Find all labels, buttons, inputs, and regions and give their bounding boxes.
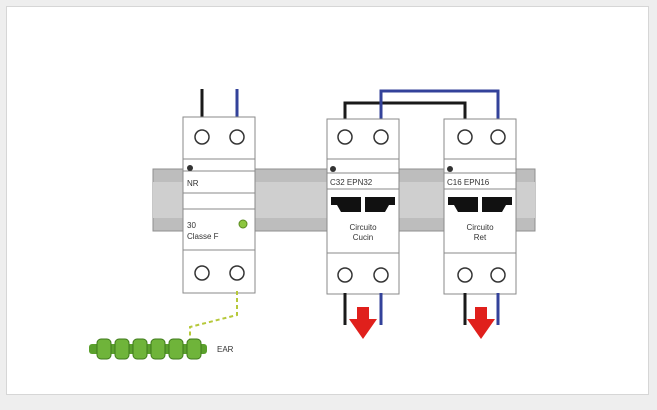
terminal-screw xyxy=(194,265,210,281)
rcd-label-line2: Classe F xyxy=(187,232,219,241)
terminal-screw xyxy=(457,267,473,283)
output-arrow-1 xyxy=(349,307,377,339)
breaker1-rating: C32 EPN32 xyxy=(330,178,373,187)
terminal-screw xyxy=(490,267,506,283)
terminal-screw xyxy=(337,129,353,145)
terminal-screw xyxy=(337,267,353,283)
earth-label: EAR xyxy=(217,345,234,354)
breaker-lever-gap xyxy=(361,197,365,212)
terminal-screw xyxy=(490,129,506,145)
diagram-frame: NR 30 Classe F C32 EPN32 Circuito Cucin … xyxy=(6,6,649,395)
earth-terminal-bar xyxy=(89,338,207,360)
breaker1-label-line2: Cucin xyxy=(353,233,373,242)
rcd-label-line1: 30 xyxy=(187,221,196,230)
fixing-dot xyxy=(447,166,453,172)
breaker-lever-gap xyxy=(478,197,482,212)
terminal-screw xyxy=(457,129,473,145)
terminal-screw xyxy=(373,267,389,283)
fixing-dot xyxy=(330,166,336,172)
bridge-wire-phase xyxy=(343,101,467,123)
fixing-dot xyxy=(187,165,193,171)
test-indicator xyxy=(238,219,248,229)
rcd-module: NR 30 Classe F xyxy=(182,116,256,294)
output-arrow-2 xyxy=(467,307,495,339)
breaker2-rating: C16 EPN16 xyxy=(447,178,490,187)
terminal-screw xyxy=(229,129,245,145)
breaker1-label-line1: Circuito xyxy=(349,223,377,232)
bridge-wire-neutral xyxy=(379,89,500,123)
terminal-screw xyxy=(194,129,210,145)
terminal-screw xyxy=(229,265,245,281)
earth-wire xyxy=(189,291,238,345)
rcd-top-label: NR xyxy=(187,179,199,188)
terminal-screw xyxy=(373,129,389,145)
breaker-module-1: C32 EPN32 Circuito Cucin xyxy=(326,118,400,295)
wiring-diagram: NR 30 Classe F C32 EPN32 Circuito Cucin … xyxy=(89,89,536,360)
breaker2-label-line1: Circuito xyxy=(466,223,494,232)
breaker2-label-line2: Ret xyxy=(474,233,487,242)
breaker-module-2: C16 EPN16 Circuito Ret xyxy=(443,118,517,295)
